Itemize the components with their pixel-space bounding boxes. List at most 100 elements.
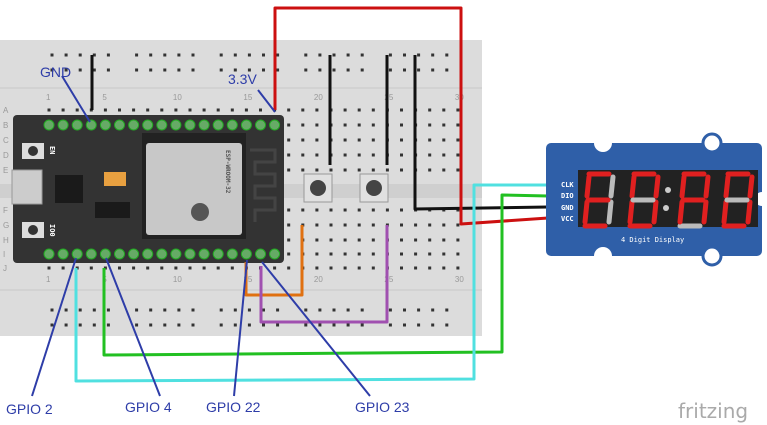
column-number: 25 [384,275,393,284]
column-number: 20 [314,275,323,284]
label-gpio22: GPIO 22 [206,399,261,415]
digit-segment [747,174,755,199]
breadboard-hole [442,138,446,142]
breadboard-hole [428,153,432,157]
breadboard-hole [287,252,291,256]
digit-segment [703,174,711,199]
power-rail-hole [417,323,421,327]
breadboard-hole [400,208,403,212]
power-rail-hole [50,323,54,327]
esp32-pin [99,119,111,131]
breadboard-hole [343,168,347,172]
power-rail-hole [177,68,181,72]
power-rail-hole [276,68,280,72]
esp32-pin [184,119,196,131]
breadboard-hole [287,108,291,112]
esp32-pin [255,248,266,260]
breadboard-hole [315,238,319,242]
breadboard-hole [315,208,319,212]
breadboard-hole [357,266,361,270]
wire-display-gnd [413,55,549,211]
power-rail-hole [304,323,308,327]
power-rail-hole [233,308,237,312]
row-letter: G [3,221,9,230]
breadboard-hole [357,108,361,112]
breadboard-hole [428,123,432,127]
power-rail-hole [135,308,139,312]
power-rail-hole [78,323,82,327]
breadboard-hole [160,108,164,112]
breadboard-hole [47,108,51,112]
breadboard-hole [414,238,418,242]
power-rail-hole [233,53,237,57]
breadboard-hole [442,266,446,270]
breadboard-hole [371,223,375,227]
power-rail-hole [177,323,181,327]
usb-chip [55,175,83,203]
breadboard-hole [202,108,206,112]
power-rail-hole [78,308,82,312]
breadboard-hole [343,238,347,242]
antenna [250,148,277,222]
digit-segment [679,174,687,199]
power-rail-hole [219,53,223,57]
power-rail-hole [431,53,435,57]
power-rail-hole [177,308,181,312]
breadboard-hole [174,108,178,112]
en-label: EN [48,146,56,154]
digit-segment [582,199,590,225]
breadboard-hole [216,108,220,112]
usb-port [11,169,43,205]
power-rail-hole [149,308,153,312]
breadboard-hole [371,168,375,172]
breadboard-hole [400,266,403,270]
breadboard-hole [61,266,65,270]
breadboard-hole [89,266,93,270]
power-rail-hole [346,308,350,312]
power-rail-hole [346,323,350,327]
power-rail-hole [262,308,265,312]
breadboard-hole [428,138,432,142]
breadboard-hole [456,266,460,270]
breadboard-hole [442,123,446,127]
row-letter: I [3,250,5,259]
breadboard-hole [287,138,291,142]
power-rail-hole [360,68,364,72]
power-rail-hole [262,323,265,327]
esp32-pin [57,248,69,260]
esp32-pin [114,248,125,260]
power-rail-hole [92,68,96,72]
row-letter: C [3,136,9,145]
power-rail-hole [332,308,336,312]
breadboard-hole [174,266,178,270]
breadboard-hole [385,208,389,212]
breadboard-hole [371,266,375,270]
power-rail-hole [388,68,392,72]
esp32-pin [85,248,97,260]
power-rail-hole [191,323,195,327]
breadboard-hole [371,153,375,157]
power-rail-hole [403,53,406,57]
wire-dio [102,193,549,357]
breadboard-hole [456,168,460,172]
power-rail-hole [64,323,68,327]
breadboard-hole [371,238,375,242]
breadboard-hole [343,252,347,256]
column-number: 30 [455,275,464,284]
row-letter: H [3,236,9,245]
breadboard-hole [442,238,446,242]
breadboard-hole [371,108,375,112]
power-rail-hole [135,68,139,72]
esp32-pin [142,248,154,260]
esp32-pin [226,248,238,260]
digit-segment [651,199,659,225]
breadboard-hole [357,138,361,142]
breadboard-hole [371,208,375,212]
breadboard-hole [456,108,460,112]
power-rail-hole [276,53,280,57]
column-number: 10 [173,93,182,102]
power-rail-hole [247,308,251,312]
power-rail-hole [106,323,110,327]
column-number: 15 [243,275,252,284]
power-rail-hole [191,68,195,72]
